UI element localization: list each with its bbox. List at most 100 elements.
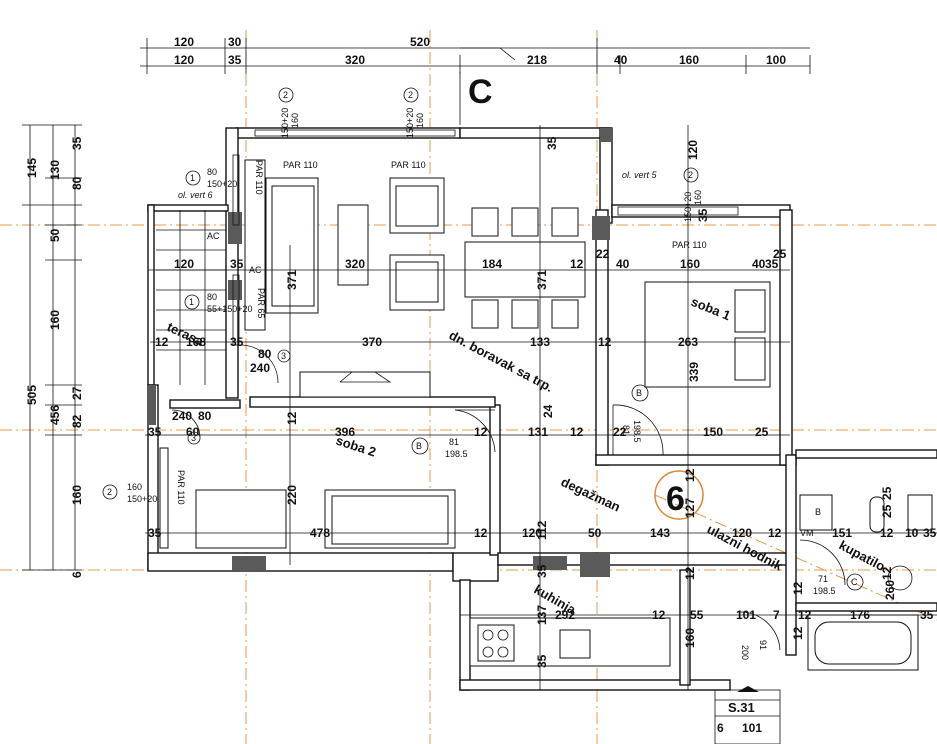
door-tag-b: 198.5 [632,420,642,443]
window-mark-num: 2 [688,170,693,180]
dim: 80 [258,347,272,361]
dim: 150 [703,425,723,439]
dim: 12 [798,608,812,622]
dim: 176 [850,608,870,622]
vert-label: ol. vert 6 [178,190,213,200]
top-dim-1-3: 520 [410,35,430,49]
dim: 101 [736,608,756,622]
window-mark-line: 160 [415,113,425,128]
window-mark-num: 1 [189,297,194,307]
door-tag-b: 198.5 [445,449,468,459]
par-label: PAR 65 [256,288,266,318]
window-mark-line: 80 [207,292,217,302]
dim: 35 [148,526,162,540]
window-mark-line: 150+20 [127,494,157,504]
dim: 370 [362,335,382,349]
par-label: PAR 110 [176,470,186,505]
dim: 25 [755,425,769,439]
stair-dim-b: 101 [742,721,762,735]
top-dim-1-2: 30 [228,35,242,49]
ac-label: AC [207,231,220,241]
top-dim-2-2: 35 [228,53,242,67]
window-marks: 2 160 150+20 2 160 150+20 1 80 150+20 2 … [102,87,703,504]
dim: 160 [683,628,697,648]
window-mark-line: 150+20 [405,108,415,138]
dim: 12 [768,526,782,540]
dim: 263 [678,335,698,349]
dim: 10 [905,526,919,540]
left-dim-6: 6 [70,571,84,578]
left-dim-82: 82 [70,414,84,428]
top-dimension-chain: 120 30 520 120 35 320 218 40 160 100 [140,35,811,74]
dim: 55 [690,608,704,622]
top-dim-2-4: 218 [527,53,547,67]
dim: 35 [923,526,937,540]
columns [148,128,612,577]
dim: 35 [545,136,559,150]
dim: 396 [335,425,355,439]
left-dim-50: 50 [48,228,62,242]
top-dim-2-1: 120 [174,53,194,67]
dim: 120 [522,526,542,540]
dim: 35 [696,208,710,222]
dim: 50 [588,526,602,540]
dim: 35 [230,257,244,271]
door-tag-b: 200 [740,645,750,660]
dim: 22 [613,425,627,439]
dim: 120 [732,526,752,540]
left-dim-35: 35 [70,136,84,150]
vert-label: ol. vert 5 [622,170,658,180]
top-dim-1-1: 120 [174,35,194,49]
dim: 371 [285,270,299,290]
dim: 240 [172,409,192,423]
dim: 12 [880,526,894,540]
dim: 35 [148,425,162,439]
interior-dim-lines [145,125,937,690]
interior-dims: 35 120 35 371 320 184 12 371 22 40 160 4… [148,136,937,668]
dim: 35 [535,654,549,668]
dim: 12 [474,425,488,439]
dim: 371 [535,270,549,290]
dim: 260 [883,580,897,600]
door-tag-letter: B [416,441,422,451]
dim: 120 [686,140,700,160]
window-mark-line: 160 [290,113,300,128]
window-mark-num: 2 [107,487,112,497]
dim: 35 [765,257,779,271]
stair-label: S.31 [728,700,755,715]
dim: 40 [752,257,766,271]
dim: 40 [616,257,630,271]
top-dim-2-6: 160 [679,53,699,67]
dim: 35 [920,608,934,622]
door-tag-letter: B [815,507,821,517]
left-dim-80: 80 [70,176,84,190]
door-tag-num: 3 [191,433,196,443]
par-label: PAR 110 [254,160,264,195]
dim: 240 [250,361,270,375]
dim: 339 [687,362,701,382]
dim: 12 [155,335,169,349]
door-tags: B 81 198.5 B 81 198.5 C 71 198.5 B 91 20… [187,349,864,660]
room-storage: degažman [559,474,623,514]
left-dimension-chain: 145 505 130 50 160 456 35 80 27 82 160 6 [22,124,84,578]
dim: 160 [680,257,700,271]
dim: 12 [880,566,894,580]
window-mark-line: 55+150+20 [207,304,253,314]
dim: 127 [683,498,697,518]
dim: 12 [598,335,612,349]
dim: 12 [570,425,584,439]
dim: 12 [791,626,805,640]
dim: 184 [482,257,502,271]
dim: 320 [345,257,365,271]
axis-letter: C [468,73,493,111]
apartment-number: 6 [666,480,685,518]
door-tag-a: 71 [818,574,828,584]
dim: 12 [652,608,666,622]
stair-marker: S.31 6 101 [714,686,781,744]
door-tag-letter: B [636,388,642,398]
dim: 133 [530,335,550,349]
top-dim-2-5: 40 [614,53,628,67]
window-mark-num: 2 [408,90,413,100]
dim: 292 [555,608,575,622]
